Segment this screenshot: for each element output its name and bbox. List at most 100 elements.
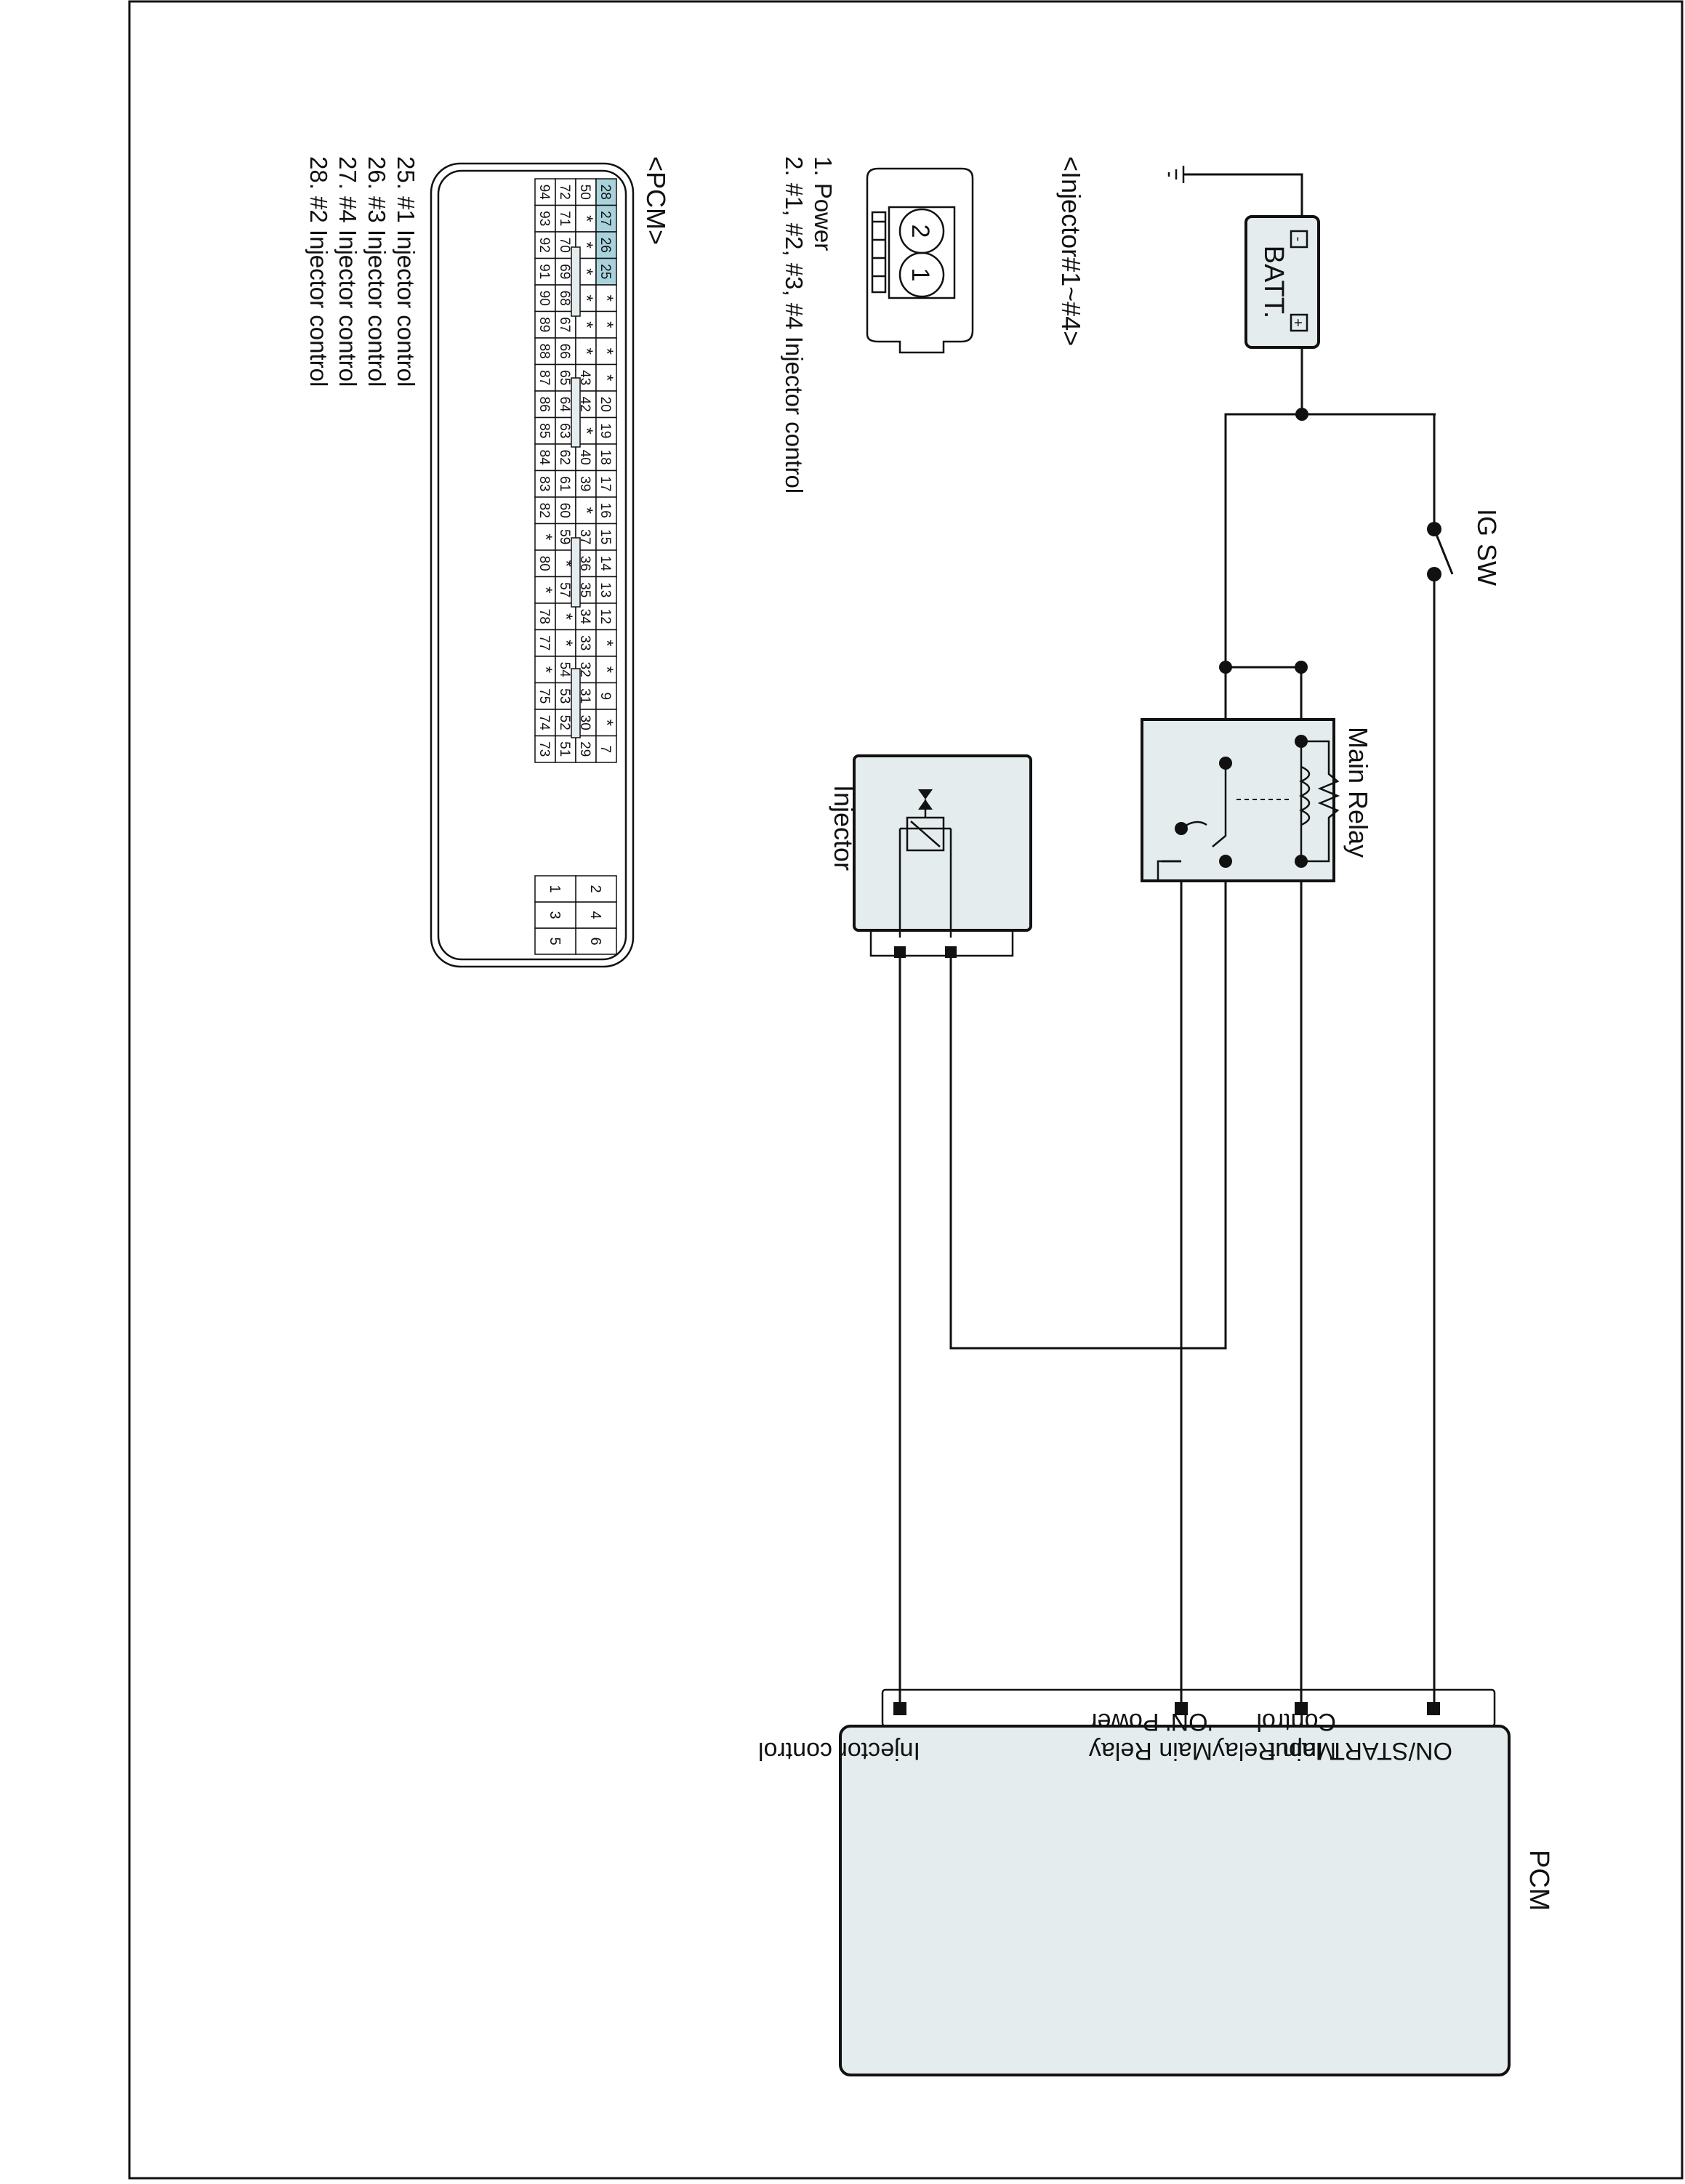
rotated-diagram: - + BATT. IG SW Main Relay	[305, 156, 1554, 2076]
pcm-pin-number: 28	[598, 185, 613, 200]
pcm-pin-number: *	[576, 295, 596, 302]
pcm-pin-number: *	[597, 374, 616, 381]
pcm-pin-number: 40	[577, 450, 592, 465]
injector-connector-legend-2: 2. #1, #2, #3, #4 Injector control	[781, 156, 808, 493]
pcm-connector-legend-3: 27. #4 Injector control	[334, 156, 361, 387]
pcm-pin	[1295, 1702, 1308, 1715]
pcm-pin-number: 72	[557, 185, 572, 200]
injector-connector-title: <Injector#1~#4>	[1056, 156, 1086, 346]
pcm-pin-number: 64	[557, 397, 572, 413]
pcm-small-pin-number: 5	[547, 937, 563, 945]
injector-pin	[945, 946, 957, 958]
pcm-connector-legend-1: 25. #1 Injector control	[393, 156, 419, 387]
pcm-pin-number: 68	[557, 291, 572, 306]
battery-positive-terminal	[1290, 313, 1308, 332]
pcm-pin-number: 87	[536, 370, 552, 385]
pcm-pin-number: 75	[536, 688, 552, 704]
pcm-small-pin-number: 6	[587, 937, 603, 945]
pcm-pin-number: 92	[536, 238, 552, 253]
pcm-pin-number: 20	[598, 397, 613, 412]
ig-switch: IG SW	[1427, 509, 1502, 586]
ig-switch-label: IG SW	[1472, 509, 1502, 586]
pcm-pin-number: 91	[536, 264, 552, 279]
pcm-pin-number: 71	[557, 211, 572, 226]
pcm-pin-number: 42	[577, 397, 592, 412]
pcm-row-divider	[571, 537, 581, 608]
pcm-pin-number: *	[556, 560, 576, 567]
pcm-connector-housing	[430, 162, 635, 968]
injector-pin	[894, 946, 906, 958]
pcm-pin-number: 59	[557, 529, 572, 544]
injector-connector-legend-1: 1. Power	[810, 156, 837, 251]
wire-battery-positive	[1300, 326, 1434, 416]
svg-text:'ON' Power: 'ON' Power	[1089, 1708, 1213, 1736]
pcm-pin-number: 12	[598, 609, 613, 624]
page-border	[128, 0, 1684, 2180]
pcm-pin-number: 60	[557, 503, 572, 518]
main-relay-label: Main Relay	[1343, 727, 1373, 858]
pcm-pin-number: 32	[577, 662, 592, 677]
pcm-pin-number: 14	[598, 556, 613, 572]
pcm-pin-number: 9	[598, 692, 613, 700]
pcm-pin-number: 35	[577, 582, 592, 597]
pcm-pin-number: 84	[536, 450, 552, 466]
pcm-pin-number: 65	[557, 370, 572, 385]
pcm-pin-number: 83	[536, 476, 552, 491]
battery-negative-terminal	[1290, 230, 1308, 249]
pcm-pin-number: 15	[598, 529, 613, 544]
pcm-pin-number: 80	[536, 556, 552, 571]
pcm-pin-number: 86	[536, 397, 552, 412]
pcm-pin-number: *	[576, 268, 596, 275]
pcm-pin-number: *	[597, 666, 616, 673]
pcm-pin-number: 70	[557, 238, 572, 253]
pcm-pin-number: 57	[557, 582, 572, 597]
pcm-pin-number: *	[556, 640, 576, 646]
injector-body	[853, 754, 1032, 932]
pcm-pin-number: 89	[536, 317, 552, 332]
pcm-pin-number: *	[536, 533, 555, 540]
pcm-connector-legend-2: 26. #3 Injector control	[363, 156, 390, 387]
pcm-connector-legend-4: 28. #2 Injector control	[305, 156, 332, 387]
pcm-pin-number: 63	[557, 423, 572, 438]
battery-negative-sign: -	[1290, 237, 1306, 242]
pcm-pin-number: 34	[577, 609, 592, 625]
pcm-pin-number: 13	[598, 582, 613, 597]
pcm-pin-number: 25	[598, 264, 613, 279]
pcm-pin-number: 73	[536, 741, 552, 757]
pcm-pin-label: Main Relay 'ON' Power	[1089, 1708, 1213, 1765]
pcm-pin-number: 77	[536, 635, 552, 650]
relay-resistor	[1301, 740, 1340, 863]
junction-dot	[1295, 661, 1308, 674]
pcm-pin-number: *	[597, 640, 616, 646]
svg-text:2: 2	[906, 225, 934, 238]
connector-pin-1	[898, 251, 945, 298]
pcm-pin-number: 43	[577, 370, 592, 385]
pcm-small-pin-number: 4	[587, 911, 603, 919]
main-relay: Main Relay	[1141, 718, 1373, 882]
pcm-pin-number: 82	[536, 503, 552, 518]
wires	[898, 173, 1439, 1709]
wire-bus-relay	[1224, 413, 1434, 669]
pcm-pin-number: *	[576, 321, 596, 328]
pcm-pin-number: *	[556, 613, 576, 620]
pcm-module: PCM ON/START Input Main Relay Control Ma…	[758, 1688, 1554, 2076]
pcm-pin-number: 29	[577, 741, 592, 757]
pcm-small-pin-cell	[534, 875, 576, 903]
pcm-pin	[1175, 1702, 1188, 1715]
svg-text:Main Relay: Main Relay	[1213, 1737, 1336, 1765]
wire-relay-injector	[949, 861, 1227, 1350]
pcm-pin-number: 52	[557, 715, 572, 730]
pcm-pin-number: 50	[577, 185, 592, 200]
injector-label: Injector	[829, 785, 858, 871]
pcm-pin-number: 53	[557, 688, 572, 704]
pcm-pin-number: 67	[557, 317, 572, 332]
pcm-pin-number: 19	[598, 423, 613, 438]
pcm-pin-number: 36	[577, 556, 592, 571]
wire-igsw-pcm	[1433, 574, 1439, 1709]
injector: Injector	[829, 754, 1032, 958]
pcm-pin-label: Injector control	[758, 1737, 920, 1765]
pcm-pin-grid: 94939291908988878685848382*80*7877*75747…	[534, 178, 617, 763]
pcm-pin-number: 33	[577, 635, 592, 650]
